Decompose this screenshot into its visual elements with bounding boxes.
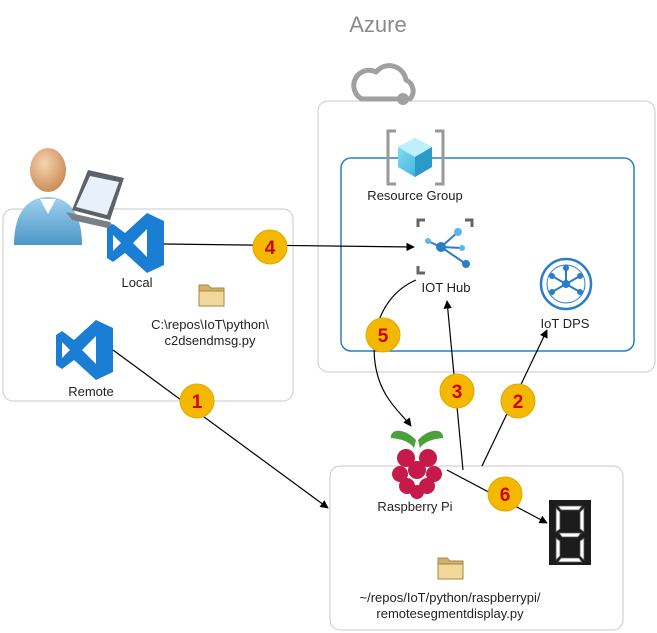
resource-group-icon [386,129,445,186]
iot-dps-label: IoT DPS [540,316,590,331]
step-badge-3: 3 [439,373,475,409]
step-badge-circle [439,373,475,409]
step-badge-circle [179,383,215,419]
device-path-line1: ~/repos/IoT/python/raspberrypi/ [359,590,541,605]
local-label: Local [121,275,153,290]
vscode-icon [107,213,164,273]
raspberry-pi-icon [390,430,444,499]
step-badge-number: 3 [452,382,463,403]
step-badge-circle [500,383,536,419]
step-badge-6: 6 [487,476,523,512]
step-badge-circle [487,476,523,512]
step-badge-2: 2 [500,383,536,419]
folder-icon [198,284,225,307]
step-badge-number: 6 [500,485,511,506]
step-badge-1: 1 [179,383,215,419]
local-path-line2: c2dsendmsg.py [164,333,256,348]
resource-group-label: Resource Group [367,188,463,203]
seven-segment-display-icon [549,500,591,565]
iot-hub-icon [416,218,474,275]
cloud-icon [351,63,416,105]
device-path-line2: remotesegmentdisplay.py [376,606,524,621]
step-badge-number: 4 [265,238,276,259]
local-path-line1: C:\repos\IoT\python\ [151,317,269,332]
azure-title: Azure [349,12,407,37]
remote-label: Remote [68,384,114,399]
iot-hub-label: IOT Hub [421,280,471,295]
raspberry-pi-label: Raspberry Pi [377,499,453,514]
step-badge-number: 1 [192,392,203,413]
step-badge-circle [365,317,401,353]
vscode-icon [56,320,113,380]
folder-icon [437,557,464,580]
user-laptop-icon [14,148,124,245]
step-badge-number: 2 [513,392,524,413]
step-badge-circle [252,229,288,265]
step-badge-number: 5 [378,326,389,347]
iot-dps-icon [539,257,593,311]
step-badge-5: 5 [365,317,401,353]
step-badge-4: 4 [252,229,288,265]
